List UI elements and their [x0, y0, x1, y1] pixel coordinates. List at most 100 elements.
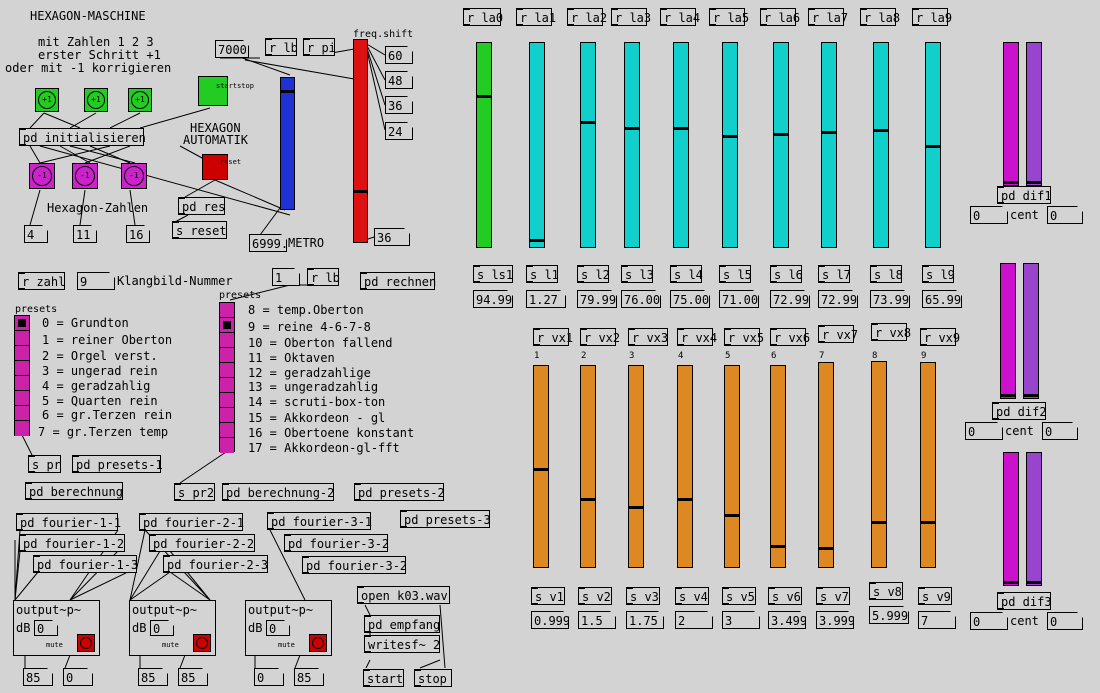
v-value-5[interactable]: 3 [722, 611, 760, 629]
dif-right-value[interactable]: 0 [1047, 206, 1083, 224]
plus-one-bang-3[interactable]: +1 [128, 88, 152, 112]
la-receiver-6[interactable]: r la6 [760, 8, 800, 26]
output-3-value-b[interactable]: 85 [294, 668, 324, 686]
la-slider-9[interactable] [925, 42, 941, 248]
ls-value-8[interactable]: 73.99 [870, 290, 910, 308]
number-7000[interactable]: 7000 [215, 40, 249, 58]
la-receiver-8[interactable]: r la8 [860, 8, 900, 26]
ls-sender-0[interactable]: s ls1 [473, 265, 513, 283]
pd-fourier-3-2b[interactable]: pd fourier-3-2 [302, 556, 407, 574]
zahl-number[interactable]: 9 [77, 272, 115, 290]
pd-fourier-2-2[interactable]: pd fourier-2-2 [149, 534, 255, 552]
ls-sender-2[interactable]: s l2 [577, 265, 610, 283]
freq-value-24[interactable]: 24 [385, 122, 413, 140]
r-pi[interactable]: r pi [303, 38, 336, 56]
metro-slider[interactable] [280, 77, 295, 210]
dif-left-value[interactable]: 0 [970, 206, 1008, 224]
v-sender-4[interactable]: s v4 [675, 587, 709, 605]
pd-fourier-2-1[interactable]: pd fourier-2-1 [139, 513, 244, 531]
v-sender-3[interactable]: s v3 [626, 587, 660, 605]
pd-berechnung[interactable]: pd berechnung [25, 482, 123, 500]
v-value-2[interactable]: 1.5 [578, 611, 616, 629]
minus-one-bang-3[interactable]: -1 [121, 163, 147, 189]
la-slider-5[interactable] [722, 42, 738, 248]
la-slider-8[interactable] [873, 42, 889, 248]
pd-fourier-1-3[interactable]: pd fourier-1-3 [33, 555, 138, 573]
vx-slider-8[interactable] [871, 361, 887, 568]
v-value-4[interactable]: 2 [675, 611, 713, 629]
pd-fourier-1-1[interactable]: pd fourier-1-1 [16, 513, 121, 531]
dif-slider-magenta-1[interactable] [1003, 42, 1019, 186]
vx-slider-7[interactable] [818, 362, 834, 568]
vx-slider-2[interactable] [580, 365, 596, 568]
output-1-value-b[interactable]: 0 [63, 668, 93, 686]
output-2-value-b[interactable]: 85 [178, 668, 208, 686]
number-1[interactable]: 1 [272, 268, 300, 286]
freq-value-48[interactable]: 48 [385, 71, 413, 89]
minus-one-bang-2[interactable]: -1 [72, 163, 98, 189]
vx-slider-5[interactable] [724, 365, 740, 568]
dif-right-value[interactable]: 0 [1047, 612, 1083, 630]
la-slider-6[interactable] [773, 42, 789, 248]
freq-bottom-value[interactable]: 36 [374, 228, 410, 246]
vx-receiver-5[interactable]: r vx5 [724, 328, 764, 346]
pd-fourier-2-3[interactable]: pd fourier-2-3 [163, 555, 268, 573]
mute-toggle[interactable] [309, 634, 327, 652]
output-db-value[interactable]: 0 [150, 620, 174, 636]
la-receiver-5[interactable]: r la5 [709, 8, 749, 26]
v-value-9[interactable]: 7 [918, 611, 956, 629]
s-pr[interactable]: s pr [28, 455, 61, 473]
minus-one-bang-1[interactable]: -1 [29, 163, 55, 189]
v-value-8[interactable]: 5.999 [869, 606, 909, 624]
vx-slider-9[interactable] [920, 362, 936, 568]
ls-sender-7[interactable]: s l7 [818, 265, 851, 283]
hex-number-2[interactable]: 11 [73, 225, 97, 243]
la-receiver-0[interactable]: r la0 [463, 8, 503, 26]
ls-sender-1[interactable]: s l1 [526, 265, 559, 283]
ls-value-5[interactable]: 71.00 [719, 290, 759, 308]
pd-fourier-3-2[interactable]: pd fourier-3-2 [284, 534, 389, 552]
ls-sender-3[interactable]: s l3 [621, 265, 654, 283]
v-sender-6[interactable]: s v6 [768, 587, 802, 605]
vx-receiver-1[interactable]: r vx1 [533, 328, 573, 346]
la-slider-3[interactable] [624, 42, 640, 248]
ls-value-2[interactable]: 79.99 [577, 290, 617, 308]
pd-dif-2[interactable]: pd dif2 [992, 402, 1047, 420]
pd-rechnen[interactable]: pd rechnen [360, 272, 436, 290]
dif-right-value[interactable]: 0 [1042, 422, 1078, 440]
output-3-value-a[interactable]: 0 [254, 668, 284, 686]
output-2-value-a[interactable]: 85 [138, 668, 168, 686]
r-lb-top[interactable]: r lb [265, 38, 298, 56]
pd-dif-1[interactable]: pd dif1 [997, 186, 1052, 204]
preset-radio-right[interactable] [219, 302, 235, 453]
la-receiver-1[interactable]: r la1 [516, 8, 556, 26]
ls-value-9[interactable]: 65.99 [922, 290, 962, 308]
vx-slider-6[interactable] [770, 365, 786, 568]
plus-one-bang-1[interactable]: +1 [35, 88, 59, 112]
pd-fourier-1-2[interactable]: pd fourier-1-2 [19, 534, 125, 552]
r-lb-mid[interactable]: r lb [307, 268, 340, 286]
vx-receiver-7[interactable]: r vx7 [818, 325, 858, 343]
start-message[interactable]: start [363, 669, 404, 687]
plus-one-bang-2[interactable]: +1 [84, 88, 108, 112]
ls-value-7[interactable]: 72.99 [818, 290, 858, 308]
vx-receiver-3[interactable]: r vx3 [628, 328, 668, 346]
s-pr2[interactable]: s pr2 [174, 483, 215, 501]
dif-slider-purple-2[interactable] [1023, 263, 1039, 399]
la-receiver-4[interactable]: r la4 [660, 8, 700, 26]
v-sender-1[interactable]: s v1 [531, 587, 565, 605]
s-reset[interactable]: s reset [172, 221, 227, 239]
la-slider-4[interactable] [673, 42, 689, 248]
v-sender-8[interactable]: s v8 [869, 582, 903, 600]
vx-receiver-6[interactable]: r vx6 [770, 328, 810, 346]
freq-shift-slider[interactable] [353, 39, 368, 243]
pd-fourier-3-1[interactable]: pd fourier-3-1 [267, 512, 372, 530]
la-receiver-7[interactable]: r la7 [808, 8, 848, 26]
metro-value[interactable]: 6999. [249, 234, 287, 252]
ls-sender-4[interactable]: s l4 [670, 265, 703, 283]
ls-value-6[interactable]: 72.99 [770, 290, 810, 308]
startstop-bang[interactable]: startstop [198, 76, 254, 106]
ls-sender-9[interactable]: s l9 [922, 265, 955, 283]
freq-value-36[interactable]: 36 [385, 96, 413, 114]
stop-message[interactable]: stop [414, 669, 452, 687]
